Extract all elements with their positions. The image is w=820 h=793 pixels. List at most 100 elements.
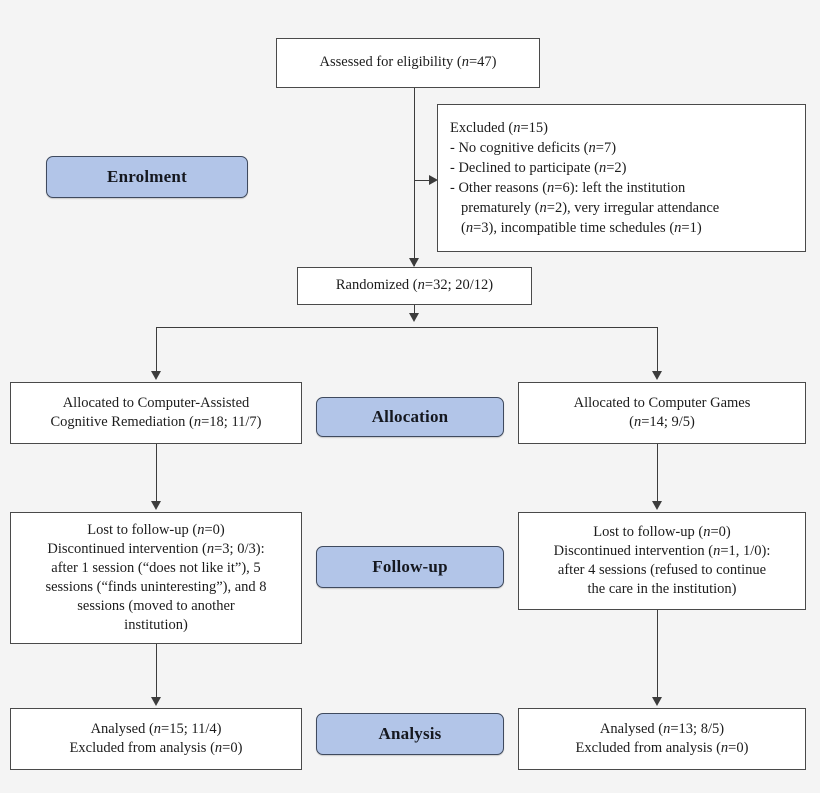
excluded-item-3-end: =1) xyxy=(681,220,702,236)
stage-label-analysis: Analysis xyxy=(316,713,504,755)
followup-right-line-1-prefix: Lost to follow-up ( xyxy=(593,523,704,540)
excluded-item-2-prefix: - Declined to participate ( xyxy=(450,160,599,176)
analysis-left-n2: n xyxy=(214,740,223,756)
alloc-right-line-2: (n=14; 9/5) xyxy=(527,413,797,432)
assessed-text-suffix: =47) xyxy=(468,54,497,71)
excluded-item-3-line2-prefix: prematurely ( xyxy=(461,200,540,216)
randomized-n: n xyxy=(417,277,425,294)
followup-left-line-6: institution) xyxy=(124,617,188,634)
followup-left-n1: n xyxy=(197,521,205,538)
box-allocated-right: Allocated to Computer Games (n=14; 9/5) xyxy=(518,382,806,444)
analysis-left-line-2-suffix: =0) xyxy=(222,740,243,756)
followup-right-n1: n xyxy=(703,523,711,540)
alloc-right-line-1: Allocated to Computer Games xyxy=(573,394,751,411)
randomized-suffix: =32; 20/12) xyxy=(424,277,494,294)
analysis-left-line-2-prefix: Excluded from analysis ( xyxy=(69,740,215,756)
followup-left-line-1-prefix: Lost to follow-up ( xyxy=(87,521,198,538)
analysis-right-line-2: Excluded from analysis (n=0) xyxy=(527,739,797,758)
excluded-item-3-n4: n xyxy=(674,220,682,236)
excluded-item-3-n3: n xyxy=(465,220,474,236)
connector-alloc-to-followup-left xyxy=(156,444,157,504)
assessed-n-italic: n xyxy=(461,54,469,71)
analysis-right-line-1-suffix: =13; 8/5) xyxy=(670,720,725,737)
excluded-item-1-suffix: =7) xyxy=(595,140,617,156)
stage-allocation-text: Allocation xyxy=(371,407,449,426)
connector-followup-to-analysis-left xyxy=(156,644,157,700)
stage-label-followup: Follow-up xyxy=(316,546,504,588)
box-excluded: Excluded (n=15) - No cognitive deficits … xyxy=(437,104,806,252)
followup-right-line-4: the care in the institution) xyxy=(587,581,737,598)
stage-enrolment-text: Enrolment xyxy=(107,167,187,186)
arrow-randomized-split xyxy=(409,313,419,322)
alloc-left-line-2-suffix: =18; 11/7) xyxy=(201,414,262,430)
excluded-heading: Excluded (n=15) xyxy=(450,118,795,138)
analysis-right-n2: n xyxy=(720,740,729,756)
analysis-left-line-2: Excluded from analysis (n=0) xyxy=(19,739,293,758)
alloc-right-n: n xyxy=(633,414,642,430)
connector-split-bar xyxy=(156,327,657,328)
arrow-assessed-to-randomized xyxy=(409,258,419,267)
analysis-right-line-1: Analysed (n=13; 8/5) xyxy=(527,720,797,739)
excluded-item-3-line-3: (n=3), incompatible time schedules (n=1) xyxy=(450,218,795,238)
analysis-left-line-1: Analysed (n=15; 11/4) xyxy=(19,720,293,739)
alloc-left-line-1: Allocated to Computer-Assisted xyxy=(62,394,250,411)
excluded-item-1: - No cognitive deficits (n=7) xyxy=(450,138,795,158)
followup-left-line-2-prefix: Discontinued intervention ( xyxy=(47,540,207,557)
followup-left-line-4: sessions (“finds uninteresting”), and 8 xyxy=(45,579,267,595)
excluded-item-2: - Declined to participate (n=2) xyxy=(450,158,795,178)
connector-trunk-to-excluded xyxy=(414,180,435,181)
excluded-item-3-line-2: prematurely (n=2), very irregular attend… xyxy=(450,198,795,218)
stage-label-enrolment: Enrolment xyxy=(46,156,248,198)
connector-randomized-stem xyxy=(414,305,415,315)
followup-left-line-2-suffix: =3; 0/3): xyxy=(214,540,265,557)
excluded-item-2-n: n xyxy=(598,160,607,176)
analysis-right-line-2-suffix: =0) xyxy=(728,740,749,756)
box-assessed-for-eligibility: Assessed for eligibility (n=47) xyxy=(276,38,540,88)
arrow-followup-to-analysis-left xyxy=(151,697,161,706)
followup-left-n2: n xyxy=(206,540,215,557)
box-randomized: Randomized (n=32; 20/12) xyxy=(297,267,532,305)
box-allocated-left: Allocated to Computer-Assisted Cognitive… xyxy=(10,382,302,444)
box-followup-left: Lost to follow-up (n=0) Discontinued int… xyxy=(10,512,302,644)
followup-right-line-2-suffix: =1, 1/0): xyxy=(720,542,771,559)
followup-right-line-3: after 4 sessions (refused to continue xyxy=(557,562,767,578)
excluded-item-3-n1: n xyxy=(547,180,555,196)
connector-followup-to-analysis-right xyxy=(657,610,658,700)
followup-right-line-1-suffix: =0) xyxy=(710,523,731,540)
analysis-left-line-1-prefix: Analysed ( xyxy=(90,720,154,737)
analysis-left-line-1-suffix: =15; 11/4) xyxy=(161,720,222,737)
alloc-left-line-2: Cognitive Remediation (n=18; 11/7) xyxy=(19,413,293,432)
followup-right-n2: n xyxy=(713,542,721,559)
connector-assessed-to-randomized xyxy=(414,88,415,266)
analysis-left-n1: n xyxy=(153,720,162,737)
box-followup-right: Lost to follow-up (n=0) Discontinued int… xyxy=(518,512,806,610)
excluded-item-1-n: n xyxy=(588,140,596,156)
arrow-to-allocation-right xyxy=(652,371,662,380)
excluded-heading-n: n xyxy=(513,120,521,136)
excluded-item-3-suffix: =3), incompatible time schedules ( xyxy=(473,220,675,236)
followup-left-line-5: sessions (moved to another xyxy=(77,598,235,615)
excluded-item-3-prefix: - Other reasons ( xyxy=(450,180,548,196)
excluded-item-3-mid1: =6): left the institution xyxy=(554,180,686,196)
arrow-alloc-to-followup-right xyxy=(652,501,662,510)
box-analysis-right: Analysed (n=13; 8/5) Excluded from analy… xyxy=(518,708,806,770)
followup-left-line-2: Discontinued intervention (n=3; 0/3): xyxy=(19,540,293,559)
alloc-left-n: n xyxy=(193,414,202,430)
assessed-text-prefix: Assessed for eligibility ( xyxy=(319,54,462,71)
arrow-alloc-to-followup-left xyxy=(151,501,161,510)
arrow-followup-to-analysis-right xyxy=(652,697,662,706)
stage-label-allocation: Allocation xyxy=(316,397,504,437)
excluded-item-3-mid2: =2), very irregular attendance xyxy=(546,200,720,216)
box-analysis-left: Analysed (n=15; 11/4) Excluded from anal… xyxy=(10,708,302,770)
analysis-right-line-1-prefix: Analysed ( xyxy=(599,720,664,737)
arrow-to-excluded-box xyxy=(429,175,438,185)
stage-analysis-text: Analysis xyxy=(378,724,442,743)
excluded-item-3-n2: n xyxy=(539,200,547,216)
alloc-right-line-2-suffix: =14; 9/5) xyxy=(641,414,695,430)
excluded-heading-prefix: Excluded ( xyxy=(450,120,514,136)
connector-split-right-drop xyxy=(657,327,658,374)
followup-left-line-1-suffix: =0) xyxy=(204,521,225,538)
followup-left-line-1: Lost to follow-up (n=0) xyxy=(19,521,293,540)
followup-right-line-2: Discontinued intervention (n=1, 1/0): xyxy=(527,542,797,561)
